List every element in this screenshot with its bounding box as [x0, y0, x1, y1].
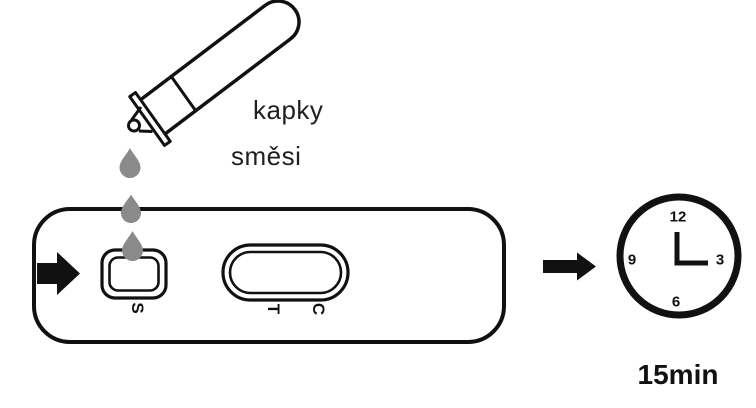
clock-icon: [616, 193, 742, 319]
dropper-spout-edge: [138, 129, 153, 133]
dropper-tube: [136, 0, 301, 138]
test-cassette: [32, 207, 506, 344]
dropper-icon: [127, 0, 301, 147]
test-line-label: T: [263, 303, 283, 314]
dropper-spout-edge: [130, 106, 143, 121]
dropper-caption-line1: kapky: [253, 95, 324, 125]
control-line-label: C: [309, 302, 328, 316]
result-window: [221, 243, 350, 302]
sample-well-label: S: [127, 301, 147, 314]
liquid-drop-icon: [119, 148, 141, 178]
liquid-drop-icon: [122, 231, 143, 261]
liquid-drop-icon: [121, 194, 141, 223]
liquid-drops: [119, 148, 143, 261]
dropper-tip-nub: [127, 118, 141, 133]
clock-number-6: 6: [671, 293, 681, 311]
dropper-caption-line2: směsi: [231, 141, 302, 171]
clock-number-9: 9: [627, 251, 637, 269]
clock-number-3: 3: [715, 251, 725, 269]
clock-hands: [674, 232, 708, 266]
dropper-flange: [128, 91, 172, 147]
next-step-arrow-icon: [543, 252, 596, 281]
sample-well: [100, 248, 168, 300]
insert-arrow-icon: [37, 252, 80, 295]
wait-time-label: 15min: [637, 359, 719, 390]
clock-number-12: 12: [669, 208, 687, 226]
dropper-cap-junction: [170, 76, 198, 113]
